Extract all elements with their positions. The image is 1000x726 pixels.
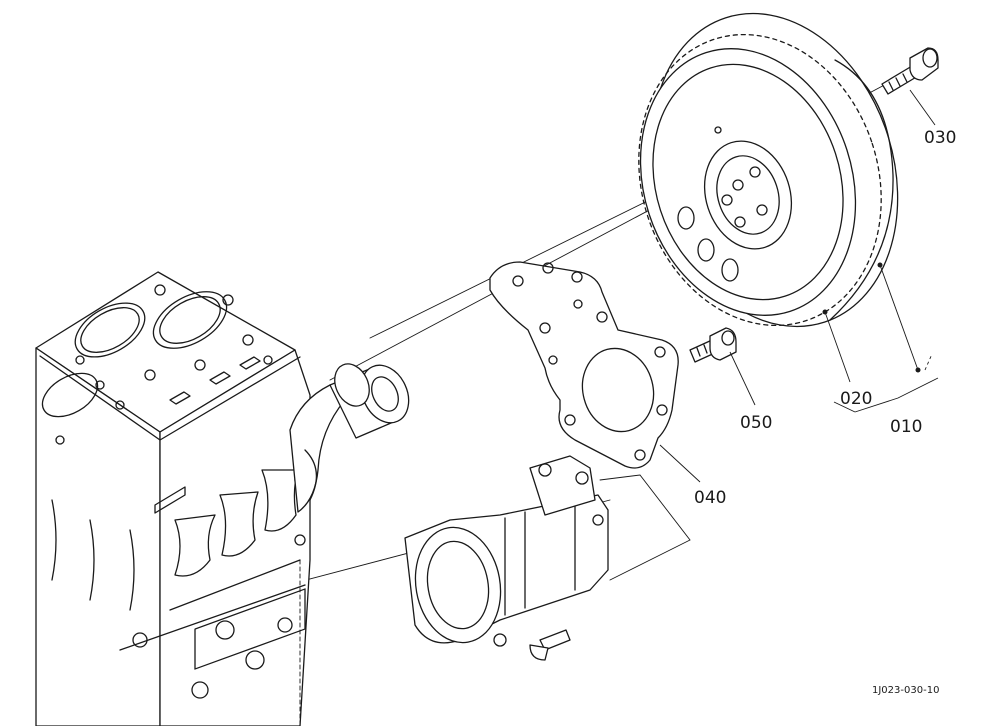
leader-lines xyxy=(659,89,939,483)
figure-id: 1J023-030-10 xyxy=(872,685,939,696)
flywheel xyxy=(638,12,899,328)
starter-motor xyxy=(404,455,609,661)
engine-block xyxy=(35,271,311,726)
callout-030: 030 xyxy=(924,128,956,148)
housing-bolt xyxy=(689,327,737,363)
starter-bracket-lines xyxy=(599,474,691,581)
crankshaft xyxy=(289,363,410,513)
callout-010: 010 xyxy=(890,417,922,437)
flywheel-bolt xyxy=(881,47,939,95)
callout-050: 050 xyxy=(740,413,772,433)
flywheel-housing-plate xyxy=(489,261,679,469)
callout-040: 040 xyxy=(694,488,726,508)
callout-020: 020 xyxy=(840,389,872,409)
